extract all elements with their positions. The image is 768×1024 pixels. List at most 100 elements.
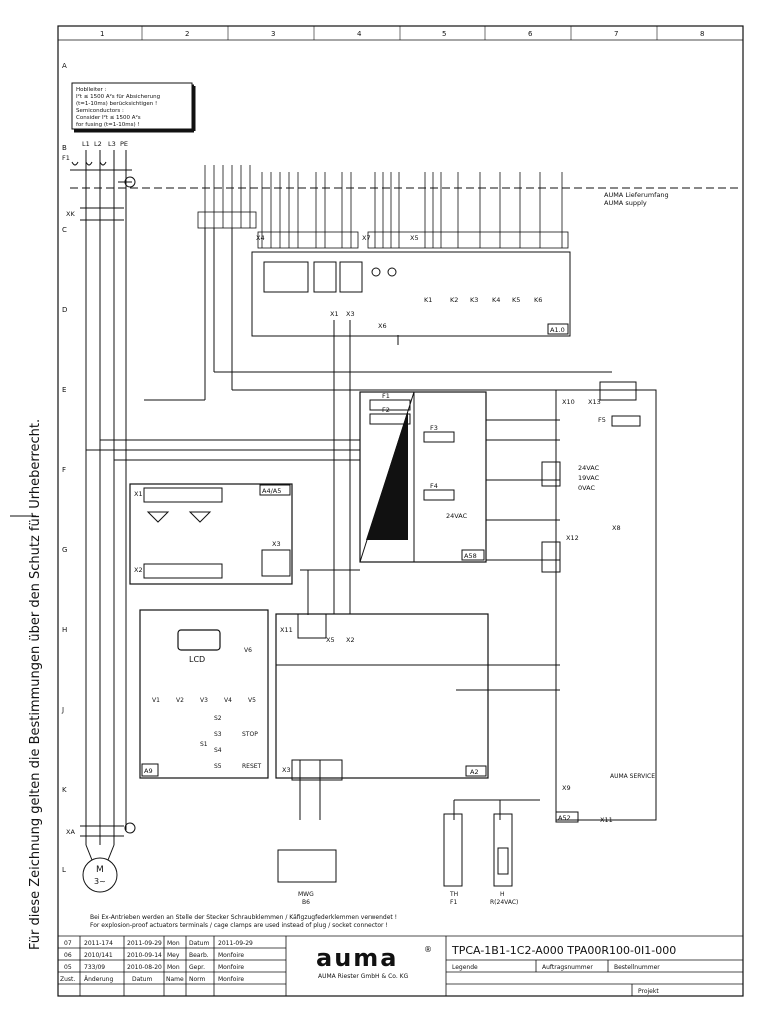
led-v3: V3 [200,697,208,704]
svg-text:2010-09-14: 2010-09-14 [127,952,162,959]
svg-text:R(24VAC): R(24VAC) [490,899,518,906]
svg-text:Norm: Norm [189,976,206,983]
drawing-number: TPCA-1B1-1C2-A000 TPA00R100-0I1-000 [451,944,676,957]
svg-text:X11: X11 [600,816,613,824]
fuse-f1: F1 [382,392,390,400]
switch-s5: S5 [214,763,222,770]
module-mwg [277,849,337,883]
switch-s4: S4 [214,747,222,754]
switch-s3: S3 [214,731,222,738]
module-a9 [139,609,269,779]
svg-text:C: C [62,226,67,234]
svg-text:2010/141: 2010/141 [84,952,113,959]
svg-text:Name: Name [166,976,184,983]
svg-text:K: K [62,786,67,794]
module-a4a5-label: A4/A5 [262,487,281,495]
module-a58-label: A58 [464,552,477,560]
module-right [555,389,657,821]
svg-text:D: D [62,306,67,314]
svg-text:XA: XA [66,828,75,836]
svg-text:Consider I²t ≤ 1500 A²s: Consider I²t ≤ 1500 A²s [76,114,141,121]
power-lines [70,150,136,893]
svg-text:TH: TH [449,891,458,898]
svg-text:05: 05 [64,964,72,971]
svg-text:Mon: Mon [167,940,180,947]
copyright-side-note: Für diese Zeichnung gelten die Bestimmun… [28,418,43,950]
row-labels: A B C D E F G H J K L [61,62,67,874]
svg-text:X1: X1 [330,310,339,318]
module-a10 [251,251,571,337]
svg-text:Datum: Datum [132,976,152,983]
reset-label: RESET [242,763,262,770]
svg-text:X13: X13 [588,398,601,406]
relay-k3: K3 [470,296,478,304]
col-8: 8 [700,30,704,38]
svg-text:B6: B6 [302,899,310,906]
fuse-note-box [71,82,193,130]
svg-text:24VAC: 24VAC [578,464,600,472]
svg-text:(t=1-10ms) berücksichtigen !: (t=1-10ms) berücksichtigen ! [76,101,157,107]
svg-text:PE: PE [120,140,128,148]
module-a4a5 [129,483,293,585]
col-4: 4 [357,30,362,38]
svg-text:Monfoire: Monfoire [218,976,244,983]
relay-k6: K6 [534,296,542,304]
terminal-box-x4 [257,231,359,249]
svg-text:E: E [62,386,66,394]
motor-symbol [82,857,118,893]
title-block [58,935,743,996]
relay-k5: K5 [512,296,520,304]
motor-m: M [96,865,104,875]
supply-de: AUMA Lieferumfang [604,191,669,199]
svg-text:Änderung: Änderung [84,976,113,983]
svg-text:Monfoire: Monfoire [218,952,244,959]
auma-service: AUMA SERVICE [610,773,655,780]
module-a10-label: A1.0 [550,326,565,334]
col-2: 2 [185,30,189,38]
svg-text:X3: X3 [346,310,355,318]
svg-text:X1: X1 [134,490,143,498]
stop-label: STOP [242,731,258,738]
svg-text:2011-09-29: 2011-09-29 [127,940,162,947]
svg-text:V6: V6 [244,647,252,654]
relay-k4: K4 [492,296,500,304]
svg-text:Mey: Mey [167,952,180,959]
svg-text:19VAC: 19VAC [578,474,600,482]
col-1: 1 [100,30,104,38]
module-a9-label: A9 [144,767,153,775]
fuse-f4: F4 [430,482,438,490]
svg-text:Monfoire: Monfoire [218,964,244,971]
order-no-label: Bestellnummer [614,964,660,971]
svg-text:Mon: Mon [167,964,180,971]
company-logo: auma [316,944,398,972]
svg-text:0VAC: 0VAC [578,484,595,492]
svg-text:I²t ≤ 1500 A²s für Absicherung: I²t ≤ 1500 A²s für Absicherung [76,93,160,100]
vac-24-a58: 24VAC [446,512,468,520]
label-x7: X7 [362,234,371,242]
project-label: Projekt [638,988,659,995]
order-label: Auftragsnummer [542,964,593,971]
svg-text:F1: F1 [62,154,70,162]
svg-text:H: H [500,891,505,898]
svg-text:L: L [62,866,66,874]
led-v4: V4 [224,697,232,704]
svg-text:Bearb.: Bearb. [189,952,209,959]
svg-text:X3: X3 [272,540,281,548]
svg-text:733/09: 733/09 [84,964,105,971]
svg-text:J: J [61,706,64,714]
svg-text:06: 06 [64,952,72,959]
svg-text:F1: F1 [450,899,457,906]
svg-text:X10: X10 [562,398,575,406]
module-a58 [359,391,487,563]
legend-label: Legende [452,964,478,971]
col-3: 3 [271,30,275,38]
col-6: 6 [528,30,533,38]
svg-text:F5: F5 [598,416,606,424]
fuse-f2: F2 [382,406,390,414]
svg-text:X6: X6 [378,322,387,330]
registered-mark: ® [424,945,432,954]
column-labels: 1 2 3 4 5 6 7 8 [100,30,704,38]
lcd-label: LCD [189,655,205,664]
svg-text:X2: X2 [346,636,355,644]
